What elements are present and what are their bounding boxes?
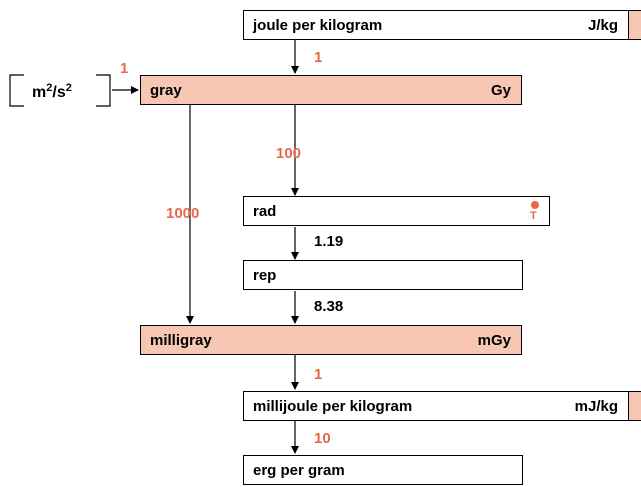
dimension-base: m	[32, 84, 47, 101]
unit-symbol: Gy	[490, 82, 511, 99]
dimension-label: m2/s2	[32, 82, 72, 102]
dimension-base-exponent: 2	[46, 82, 53, 94]
factor-gray-to-milligray: 1000	[166, 205, 200, 222]
unit-tab-joule-per-kilogram	[628, 10, 641, 40]
unit-box-millijoule-per-kilogram[interactable]: millijoule per kilogram mJ/kg	[243, 391, 629, 421]
dimension-denominator: s	[56, 84, 66, 101]
unit-name: rep	[253, 267, 277, 284]
unit-name: millijoule per kilogram	[253, 398, 413, 415]
unit-box-rad[interactable]: rad	[243, 196, 523, 226]
temperature-badge-label: T	[530, 210, 537, 222]
temperature-dot-icon	[531, 201, 539, 209]
temperature-badge: T	[522, 196, 550, 226]
factor-rep-to-milligray: 8.38	[314, 298, 344, 315]
dimension-denominator-exponent: 2	[65, 82, 72, 94]
factor-mjkg-to-erg: 10	[314, 430, 331, 447]
unit-name: milligray	[150, 332, 212, 349]
unit-box-rep[interactable]: rep	[243, 260, 523, 290]
unit-name: rad	[253, 203, 277, 220]
dimension-box[interactable]: m2/s2	[8, 74, 112, 108]
unit-box-erg-per-gram[interactable]: erg per gram	[243, 455, 523, 485]
factor-milligray-to-mjkg: 1	[314, 366, 323, 383]
unit-name: joule per kilogram	[253, 17, 383, 34]
factor-dimension-to-gray: 1	[120, 60, 129, 77]
unit-box-milligray[interactable]: milligray mGy	[140, 325, 522, 355]
unit-box-gray[interactable]: gray Gy	[140, 75, 522, 105]
dimension-bracket-right	[96, 74, 111, 107]
unit-tab-millijoule-per-kilogram	[628, 391, 641, 421]
unit-name: erg per gram	[253, 462, 345, 479]
factor-jkg-to-gray: 1	[314, 49, 323, 66]
factor-rad-to-rep: 1.19	[314, 233, 344, 250]
unit-symbol: mJ/kg	[574, 398, 618, 415]
dimension-slash: /	[52, 84, 57, 101]
unit-symbol: mGy	[477, 332, 511, 349]
unit-symbol: J/kg	[587, 17, 618, 34]
unit-box-joule-per-kilogram[interactable]: joule per kilogram J/kg	[243, 10, 629, 40]
factor-gray-to-rad: 100	[276, 145, 302, 162]
unit-name: gray	[150, 82, 182, 99]
dimension-bracket-left	[9, 74, 24, 107]
